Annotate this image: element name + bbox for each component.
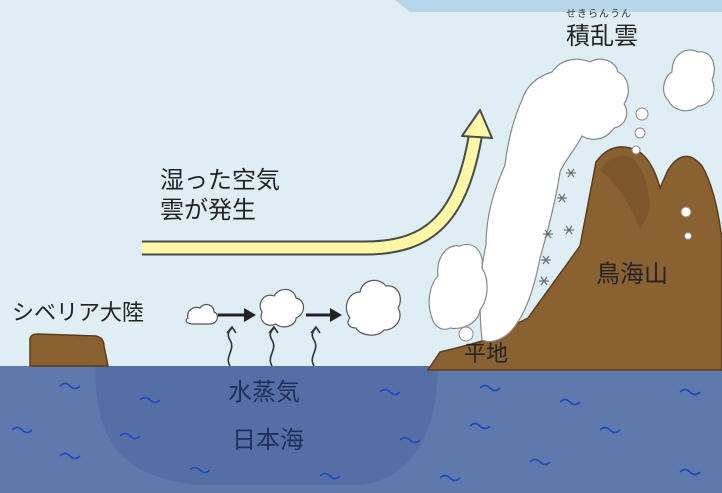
humid-air-arrow-fill xyxy=(142,131,482,254)
cumulonimbus-reading: せきらんうん xyxy=(566,9,632,20)
cloud-icon xyxy=(345,279,401,336)
wave-icon xyxy=(559,398,581,406)
wave-icon xyxy=(679,468,701,476)
wave-icon xyxy=(439,474,461,482)
humid-air-label-line1: 湿った空気 xyxy=(160,166,280,194)
wind-arrow-icon xyxy=(226,325,237,367)
cloud-puff-5 xyxy=(684,232,692,240)
wave-icon xyxy=(319,472,341,480)
wave-icon xyxy=(379,388,401,396)
cumulonimbus-cloud xyxy=(479,58,629,343)
cloud-top-right xyxy=(663,49,715,112)
wave-icon xyxy=(599,426,621,434)
wave-icon xyxy=(529,458,551,466)
wind-arrow-icon xyxy=(310,325,321,367)
snowflake-icon xyxy=(541,255,551,265)
wave-icon xyxy=(139,396,161,404)
wave-icon xyxy=(469,422,491,430)
cloud-puff-2 xyxy=(634,127,646,139)
wave-icon xyxy=(11,426,33,434)
plain-label: 平地 xyxy=(464,342,509,367)
cloud-puff-3 xyxy=(631,145,641,155)
snowflake-icon xyxy=(564,225,574,235)
wave-icon xyxy=(189,466,211,474)
snowflake-icon xyxy=(557,193,567,203)
wind-arrow-icon xyxy=(268,325,279,367)
snowflake-icon xyxy=(543,229,553,239)
sea-of-japan-label: 日本海 xyxy=(232,426,304,454)
humid-air-label-line2: 雲が発生 xyxy=(160,196,256,224)
wave-icon xyxy=(59,382,81,390)
humid-air-arrowhead xyxy=(461,109,493,139)
wave-icon xyxy=(479,384,501,392)
header-band xyxy=(0,0,722,12)
cloud-near-plain-puff xyxy=(458,326,474,342)
arrow-right-icon xyxy=(218,308,256,322)
cumulonimbus-label: 積乱雲 xyxy=(566,22,638,50)
cloud-puff-4 xyxy=(680,206,692,218)
siberia-label: シベリア大陸 xyxy=(12,301,145,326)
snowflake-icon xyxy=(566,168,576,178)
snowfall xyxy=(539,168,576,286)
cloud-icon xyxy=(259,288,305,328)
cloud-near-plain xyxy=(428,243,488,330)
wave-icon xyxy=(679,388,701,396)
wave-icon xyxy=(119,432,141,440)
cloud-puff-1 xyxy=(635,107,649,121)
cloud-icon xyxy=(185,303,219,325)
mt-chokai-label: 鳥海山 xyxy=(596,260,668,288)
siberia-landmass xyxy=(29,333,109,367)
snowflake-icon xyxy=(539,276,549,286)
water-vapor-label: 水蒸気 xyxy=(228,378,300,406)
wave-icon xyxy=(399,436,421,444)
arrow-right-icon xyxy=(306,308,342,322)
sea-waves xyxy=(11,382,701,482)
sea-basin xyxy=(95,366,438,485)
wave-icon xyxy=(59,452,81,460)
mountain-shade xyxy=(600,155,650,230)
evaporation-arrows xyxy=(226,325,321,367)
